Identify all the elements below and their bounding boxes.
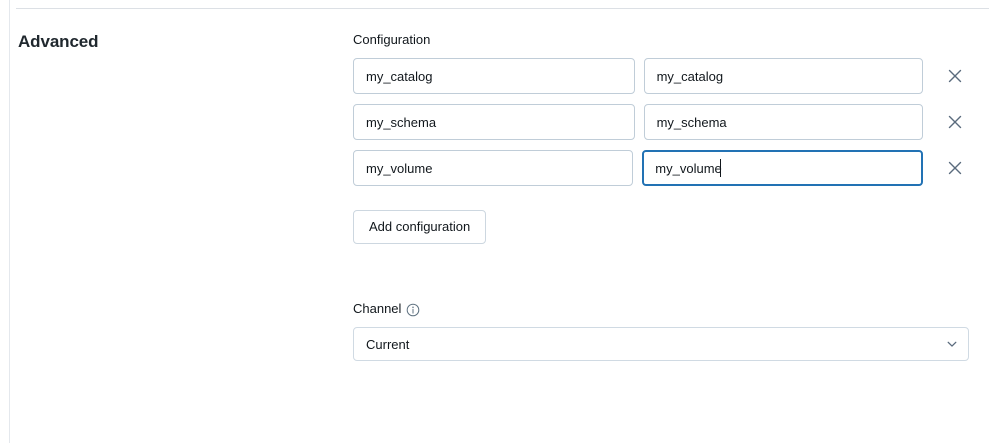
channel-selected-value: Current xyxy=(366,336,410,352)
config-key-input-3[interactable] xyxy=(353,150,634,186)
channel-label-text: Channel xyxy=(353,301,402,316)
config-row xyxy=(353,150,969,186)
close-icon xyxy=(947,68,963,84)
config-value-input-3[interactable] xyxy=(642,150,924,186)
close-icon xyxy=(947,160,963,176)
config-row xyxy=(353,58,969,94)
config-value-input-2[interactable] xyxy=(643,104,924,140)
channel-select[interactable]: Current xyxy=(353,327,969,361)
remove-config-button-2[interactable] xyxy=(941,108,969,136)
section-divider xyxy=(16,8,989,9)
config-key-input-1[interactable] xyxy=(353,58,635,94)
text-cursor xyxy=(720,159,722,177)
remove-config-button-1[interactable] xyxy=(941,62,969,90)
configuration-label-text: Configuration xyxy=(353,32,431,47)
panel-left-border xyxy=(9,0,10,443)
config-value-wrapper-3 xyxy=(642,150,924,186)
config-key-input-2[interactable] xyxy=(353,104,635,140)
channel-section: Channel Current xyxy=(353,299,969,361)
channel-label: Channel xyxy=(353,299,969,319)
info-circle-icon[interactable] xyxy=(406,303,420,317)
close-icon xyxy=(947,114,963,130)
advanced-settings-content: Configuration xyxy=(353,30,969,361)
page-title: Advanced xyxy=(18,32,99,51)
remove-config-button-3[interactable] xyxy=(941,154,969,182)
config-row xyxy=(353,104,969,140)
config-value-input-1[interactable] xyxy=(643,58,924,94)
channel-select-wrapper: Current xyxy=(353,327,969,361)
configuration-label: Configuration xyxy=(353,30,969,50)
add-configuration-button[interactable]: Add configuration xyxy=(353,210,487,244)
